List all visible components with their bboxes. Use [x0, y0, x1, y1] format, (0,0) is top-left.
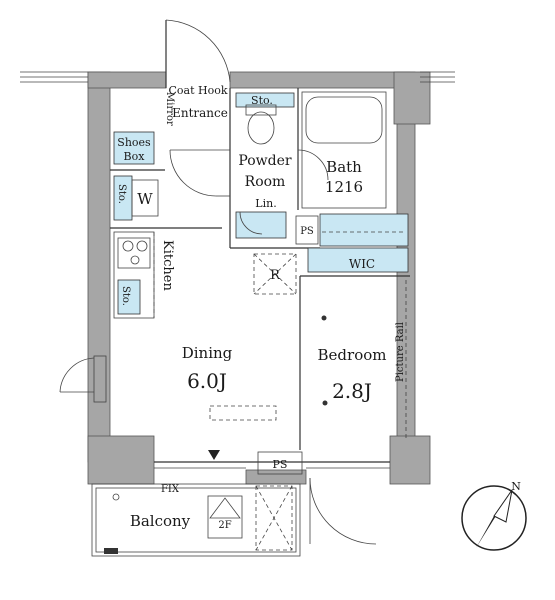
coat-hook-label: Coat Hook [168, 84, 227, 97]
ps-bottom-box [257, 451, 303, 475]
storage-top [235, 92, 295, 108]
powder-room-label-2: Room [245, 174, 286, 190]
sto-wash-label: Sto. [116, 184, 127, 204]
shoes-box [113, 131, 155, 165]
floor-heater-outline [209, 405, 277, 421]
shoes-box-label-1: Shoes [117, 136, 151, 149]
bedroom-balcony-door-swing [309, 477, 377, 545]
bedroom-label: Bedroom [318, 346, 387, 364]
dining-side-window [59, 355, 107, 403]
washer-box [131, 179, 159, 217]
wic-area [307, 247, 409, 273]
entrance-door [165, 19, 231, 88]
ps-bottom-label: PS [273, 458, 288, 471]
powder-room-label-1: Powder [238, 153, 292, 169]
floor-badge-label: 2F [218, 520, 231, 531]
kitchen-counter [113, 231, 155, 319]
lin-label: Lin. [255, 197, 276, 210]
dining-size-label: 6.0J [187, 369, 227, 393]
picture-rail-label: Picture Rail [395, 322, 406, 382]
refrigerator-space [253, 253, 297, 295]
bedroom-light-1 [321, 315, 327, 321]
sto-kitchen-label: Sto. [120, 286, 131, 306]
entrance-label: Entrance [172, 106, 228, 120]
compass-icon [461, 485, 527, 551]
washer-label: W [137, 190, 153, 208]
fix-label: FIX [161, 484, 180, 495]
bedroom-light-2 [322, 400, 328, 406]
outer-walls [87, 71, 431, 485]
refrigerator-label: R [270, 268, 281, 283]
outside-railing [20, 71, 455, 83]
balcony-label: Balcony [130, 512, 191, 530]
shoes-box-label-2: Box [124, 150, 146, 163]
bath-label: Bath [326, 158, 362, 176]
bedroom-size-label: 2.8J [332, 379, 372, 403]
bath-door-swing [297, 149, 329, 181]
mirror-label: Mirror [164, 92, 175, 126]
dining-label: Dining [182, 344, 233, 362]
balcony-area [91, 483, 301, 557]
ps-top-label: PS [300, 226, 314, 237]
kitchen-label: Kitchen [160, 240, 175, 291]
wic-label: WIC [349, 257, 375, 271]
hall-door-swing [169, 149, 217, 197]
powder-door-swing [239, 211, 263, 235]
bath-size-label: 1216 [325, 178, 363, 196]
ps-top-box [295, 215, 319, 245]
interior-walls [110, 88, 410, 463]
wic-shelf [319, 213, 409, 247]
compass-north-label: N [511, 480, 521, 493]
sto-top-label: Sto. [251, 94, 273, 107]
toilet-icon [245, 104, 277, 145]
sash-arrow-icon [208, 450, 220, 460]
